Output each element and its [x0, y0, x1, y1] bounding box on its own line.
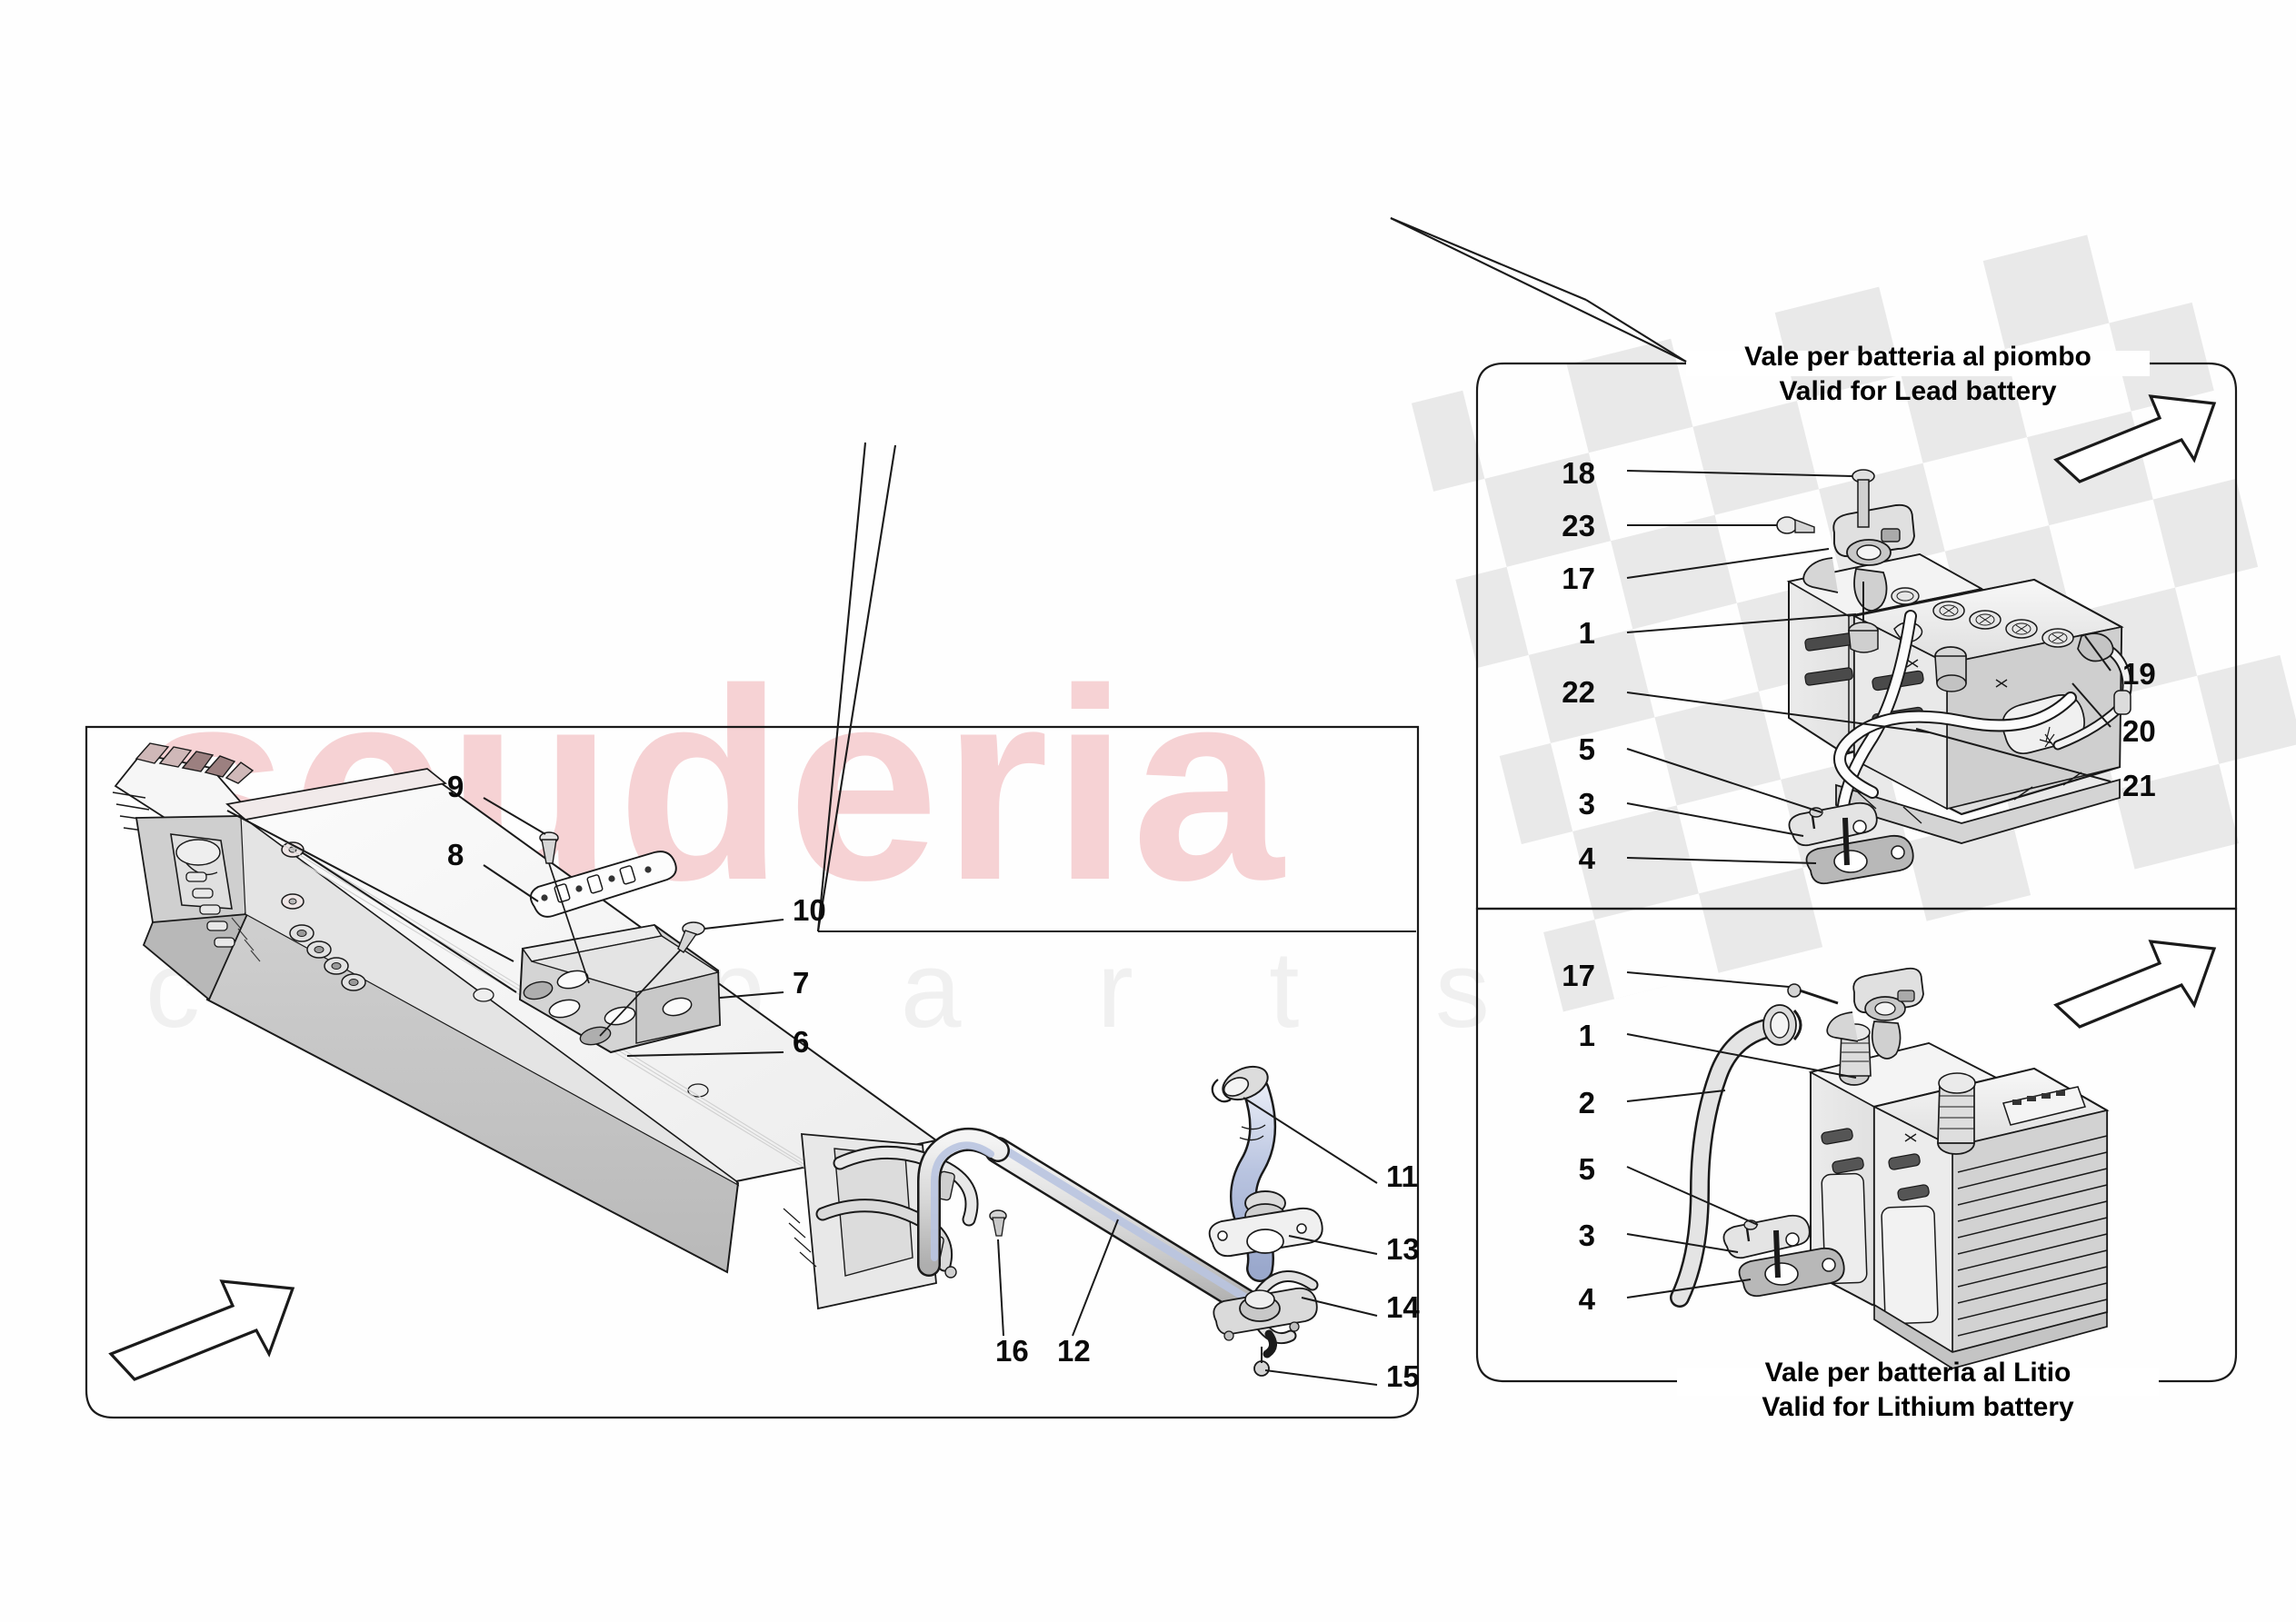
- lithium-battery-panel-title: Vale per batteria al Litio Valid for Lit…: [1686, 1356, 2150, 1426]
- callout-number-21: 21: [2122, 769, 2156, 802]
- mounting-bracket-group: [518, 831, 722, 1054]
- callout-number-8: 8: [447, 838, 464, 871]
- top-right-panel-border: [1475, 362, 2238, 911]
- screw-16: [989, 1209, 1007, 1237]
- intercooler-assembly: [112, 742, 1323, 1377]
- mount-grommets: [281, 841, 709, 1098]
- vent-hose-end-fitting: [1762, 1004, 1802, 1046]
- callout-number-4: 4: [1578, 1282, 1595, 1316]
- battery-positive-post: [1934, 646, 1967, 692]
- callout-number-2: 2: [1578, 1086, 1595, 1119]
- callout-number-1: 1: [1578, 616, 1595, 650]
- lithium-battery-assembly: [1670, 967, 2110, 1369]
- lead-battery-title-en: Valid for Lead battery: [1779, 376, 2057, 407]
- bolt-10: [677, 921, 705, 953]
- gasket-13: [1208, 1207, 1323, 1258]
- callout-number-5: 5: [1578, 1152, 1595, 1186]
- callout-number-3: 3: [1578, 787, 1595, 821]
- coolant-pipe-assembly: [917, 1065, 1323, 1377]
- callout-number-4: 4: [1578, 841, 1595, 875]
- lead-battery-title-it: Vale per batteria al piombo: [1744, 342, 2091, 372]
- callout-number-3: 3: [1578, 1219, 1595, 1252]
- direction-arrow-bottom-right-panel: [2053, 940, 2217, 1029]
- callout-number-11: 11: [1386, 1159, 1418, 1193]
- bottom-right-panel-border: [1475, 907, 2238, 1383]
- lithium-battery-title-it: Vale per batteria al Litio: [1764, 1358, 2071, 1388]
- callout-number-17: 17: [1562, 562, 1595, 595]
- hose-11-top-fitting: [1211, 1065, 1269, 1103]
- lithium-terminal-clamp-17: [1787, 967, 1924, 1060]
- washer-23: [1776, 516, 1815, 534]
- callout-number-15: 15: [1386, 1359, 1420, 1393]
- lead-battery-panel-title: Vale per batteria al piombo Valid for Le…: [1695, 340, 2141, 410]
- callout-number-5: 5: [1578, 732, 1595, 766]
- direction-arrow-top-right-panel: [2053, 394, 2217, 483]
- lithium-hold-down: [1722, 1214, 1845, 1298]
- callout-number-1: 1: [1578, 1019, 1595, 1052]
- bolt-9: [539, 831, 559, 864]
- callout-number-22: 22: [1562, 675, 1595, 709]
- callout-number-13: 13: [1386, 1232, 1420, 1266]
- left-callout-leaders: [226, 797, 1378, 1386]
- callout-number-18: 18: [1562, 456, 1595, 490]
- callout-number-10: 10: [793, 893, 826, 927]
- lead-battery-assembly: [1776, 469, 2132, 885]
- bolt-15: [1253, 1360, 1270, 1377]
- callout-number-20: 20: [2122, 714, 2156, 748]
- top-right-callout-leaders: [1626, 470, 2111, 864]
- battery-hold-down: [1788, 801, 1914, 885]
- flange-fitting-bottom: [1213, 1287, 1318, 1341]
- negative-terminal-clamp: [1776, 469, 1915, 653]
- lithium-battery-title-en: Valid for Lithium battery: [1762, 1392, 2074, 1423]
- callout-number-23: 23: [1562, 509, 1595, 542]
- callout-number-14: 14: [1386, 1290, 1420, 1324]
- callout-number-16: 16: [995, 1334, 1029, 1368]
- direction-arrows: [108, 394, 2217, 1381]
- intercooler-outlet-manifold: [783, 1133, 979, 1310]
- lithium-terminal-post: [1937, 1072, 1976, 1155]
- callout-number-17: 17: [1562, 959, 1595, 992]
- callout-number-12: 12: [1057, 1334, 1091, 1368]
- callout-number-19: 19: [2122, 657, 2156, 691]
- direction-arrow-left-panel: [108, 1279, 295, 1381]
- callout-number-9: 9: [447, 770, 464, 803]
- callout-number-7: 7: [793, 966, 810, 1000]
- left-panel-border: [85, 725, 1420, 1419]
- bottom-right-callout-leaders: [1626, 971, 1857, 1299]
- callout-number-6: 6: [793, 1025, 810, 1059]
